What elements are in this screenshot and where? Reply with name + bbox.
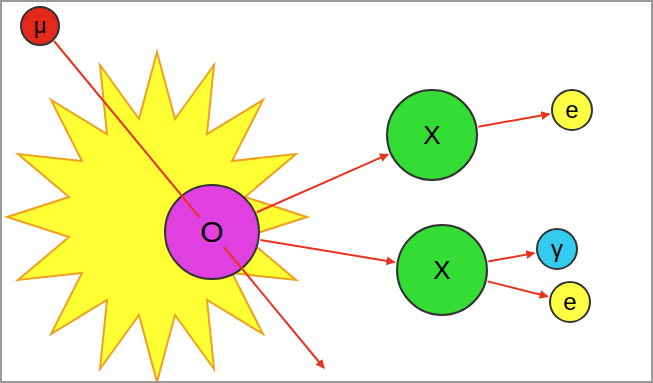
- oxygen-nucleus: O: [164, 184, 260, 280]
- starburst-shape: [7, 52, 307, 382]
- photon-particle: γ: [536, 228, 578, 270]
- particle-label: e: [560, 290, 579, 314]
- electron-particle: e: [549, 281, 591, 323]
- particle-label: X: [420, 122, 443, 148]
- particle-label: γ: [548, 237, 566, 261]
- electron-particle: e: [551, 89, 593, 131]
- decay-arrow: [488, 253, 534, 261]
- particle-label: O: [197, 217, 226, 247]
- x-particle: X: [386, 89, 478, 181]
- muon-track: [54, 41, 324, 368]
- decay-arrow: [488, 281, 548, 296]
- particle-label: X: [430, 257, 453, 283]
- x-particle: X: [396, 224, 488, 316]
- muon-particle: μ: [20, 6, 60, 46]
- decay-arrow: [257, 154, 388, 212]
- decay-arrow: [260, 240, 394, 262]
- particle-label: e: [562, 98, 581, 122]
- decay-arrow: [478, 114, 549, 127]
- particle-label: μ: [31, 15, 50, 37]
